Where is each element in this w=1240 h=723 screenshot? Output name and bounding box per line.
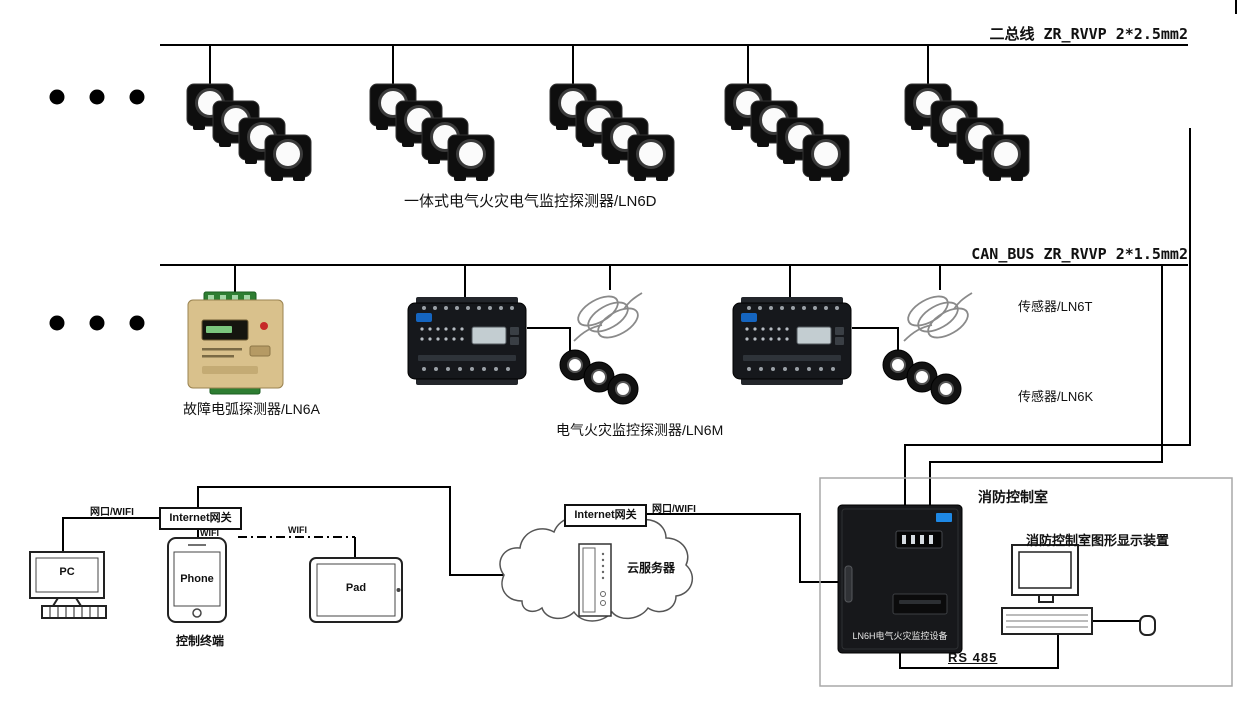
ct-stack-2 [370, 84, 494, 181]
pad-device [309, 557, 403, 623]
sensor-coil-2 [902, 289, 974, 345]
internet-gateway-left: Internet网关 [159, 507, 242, 530]
ellipsis-middle [49, 315, 145, 331]
pad-label: Pad [345, 582, 367, 594]
bus2-label: CAN_BUS ZR_RVVP 2*1.5mm2 [971, 245, 1188, 263]
port-wifi-left-label: 网口/WIFI [90, 507, 134, 518]
port-wifi-right-label: 网口/WIFI [652, 504, 696, 515]
sensor-rings-1 [559, 349, 639, 405]
wifi-pad-label: WIFI [288, 525, 307, 535]
ct-stack-1 [187, 84, 311, 181]
ln6t-label: 传感器/LN6T [1018, 299, 1093, 314]
bus-lines [160, 0, 1237, 507]
cloud-server [499, 512, 694, 622]
bus1-label: 二总线 ZR_RVVP 2*2.5mm2 [989, 25, 1188, 43]
ln6a-label: 故障电弧探测器/LN6A [183, 401, 320, 417]
ln6d-label: 一体式电气火灾电气监控探测器/LN6D [404, 193, 657, 210]
pc-label: PC [59, 566, 75, 578]
pc-device [29, 551, 107, 619]
sensor-coil-1 [572, 289, 644, 345]
ct-stack-4 [725, 84, 849, 181]
cabinet-device [837, 504, 963, 654]
graphic-display-device [1001, 544, 1156, 636]
display-device-label: 消防控制室图形显示装置 [1026, 533, 1170, 548]
arc-detector-device [187, 291, 284, 395]
ct-stack-5 [905, 84, 1029, 181]
fire-monitor-device-2 [732, 296, 852, 386]
internet-gateway-right: Internet网关 [564, 504, 647, 527]
ct-stack-3 [550, 84, 674, 181]
sensor-rings-2 [882, 349, 962, 405]
cabinet-label: LN6H电气火灾监控设备 [852, 631, 948, 641]
phone-device [167, 537, 227, 623]
phone-label: Phone [180, 573, 214, 585]
fire-monitor-device-1 [407, 296, 527, 386]
rs485-label: RS 485 [948, 650, 998, 665]
wifi-phone-label: WIFI [200, 528, 219, 538]
control-room-title: 消防控制室 [978, 489, 1048, 505]
ln6k-label: 传感器/LN6K [1018, 389, 1094, 404]
terminal-label: 控制终端 [176, 634, 225, 648]
cloud-label: 云服务器 [627, 561, 676, 575]
server-tower [578, 543, 612, 617]
ellipsis-top [49, 89, 145, 105]
control-room-box [819, 477, 1233, 687]
ln6m-label: 电气火灾监控探测器/LN6M [556, 422, 724, 438]
